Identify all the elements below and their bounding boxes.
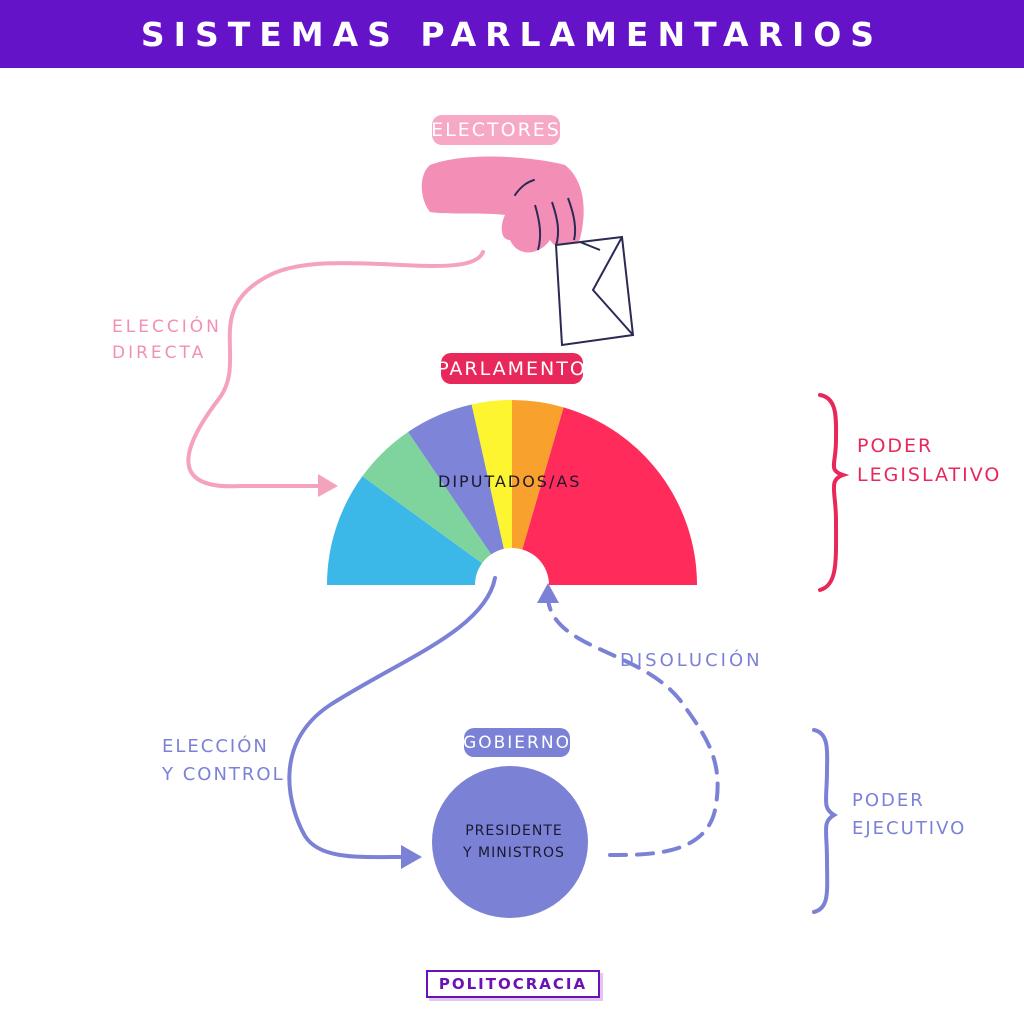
- envelope-icon: [554, 235, 635, 347]
- page-title: SISTEMAS PARLAMENTARIOS: [140, 14, 884, 54]
- electores-label: ELECTORES: [431, 115, 560, 145]
- poder-legislativo-line2: LEGISLATIVO: [857, 464, 1002, 486]
- poder-ejecutivo-line2: EJECUTIVO: [852, 818, 967, 839]
- eleccion-control-line2: Y CONTROL: [162, 764, 285, 785]
- parliament-hemicycle: [327, 400, 697, 585]
- eleccion-control-text: ELECCIÓN Y CONTROL: [162, 733, 285, 789]
- poder-legislativo-line1: PODER: [857, 435, 934, 457]
- poder-ejecutivo-bracket: [812, 728, 838, 914]
- hand-icon: [421, 156, 584, 253]
- parliament-segment-6: [522, 407, 697, 585]
- eleccion-directa-line1: ELECCIÓN: [112, 317, 222, 337]
- eleccion-directa-text: ELECCIÓN DIRECTA: [112, 314, 222, 366]
- politocracia-logo[interactable]: POLITOCRACIA: [426, 970, 600, 998]
- eleccion-control-line1: ELECCIÓN: [162, 736, 269, 757]
- poder-ejecutivo-text: PODER EJECUTIVO: [852, 787, 966, 843]
- eleccion-control-arrow: [287, 576, 497, 860]
- parliament-segment-4: [471, 400, 512, 549]
- poder-legislativo-bracket: [818, 393, 850, 592]
- eleccion-directa-arrowhead: [318, 474, 338, 497]
- poder-ejecutivo-line1: PODER: [852, 790, 925, 811]
- gobierno-circle: [432, 766, 588, 918]
- disolucion-arrow: [546, 598, 720, 857]
- parliament-segment-3: [408, 404, 504, 555]
- politocracia-logo-text: POLITOCRACIA: [438, 975, 588, 993]
- poder-legislativo-text: PODER LEGISLATIVO: [857, 432, 1001, 490]
- header-bar: SISTEMAS PARLAMENTARIOS: [0, 0, 1024, 68]
- gobierno-line1: PRESIDENTE: [465, 823, 563, 839]
- gobierno-line2: Y MINISTROS: [463, 845, 565, 861]
- eleccion-directa-arrow: [186, 250, 485, 489]
- parliament-segment-5: [512, 400, 564, 550]
- diputados-text: DIPUTADOS/AS: [438, 472, 582, 491]
- eleccion-control-arrowhead: [401, 845, 422, 869]
- disolucion-text: DISOLUCIÓN: [620, 650, 763, 671]
- parliament-segment-1: [327, 476, 483, 585]
- gobierno-text: PRESIDENTE Y MINISTROS: [460, 820, 568, 864]
- parlamento-label: PARLAMENTO: [437, 353, 585, 384]
- eleccion-directa-line2: DIRECTA: [112, 343, 207, 363]
- disolucion-arrowhead: [537, 583, 559, 603]
- parliament-segment-2: [362, 431, 492, 564]
- gobierno-label: GOBIERNO: [463, 728, 570, 757]
